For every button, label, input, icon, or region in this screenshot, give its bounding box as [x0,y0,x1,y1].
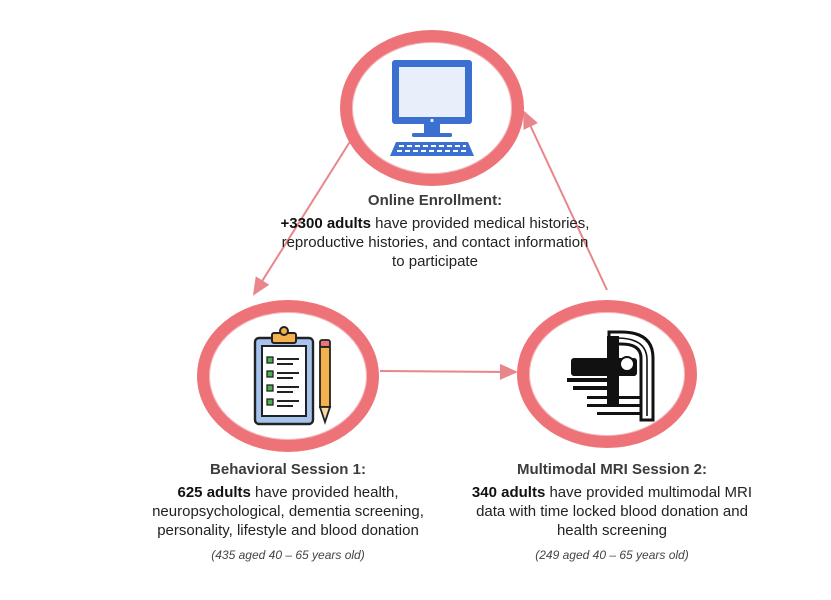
online-enrollment-description: +3300 adults have provided medical histo… [280,214,590,271]
online-enrollment-text: have provided medical histories, reprodu… [281,215,590,270]
online-enrollment-node [340,30,524,186]
behavioral-session-label: Behavioral Session 1: 625 adults have pr… [128,460,448,565]
clipboard-icon [253,326,332,426]
arrow-behavioral-to-mri [379,363,518,380]
behavioral-session-node [197,300,379,452]
computer-icon [390,60,474,156]
online-enrollment-label: Online Enrollment: +3300 adults have pro… [280,191,590,271]
behavioral-session-title: Behavioral Session 1: [210,461,366,478]
mri-session-node [517,300,697,448]
mri-session-count: 340 adults [471,484,546,501]
behavioral-session-count: 625 adults [177,484,251,501]
behavioral-session-text: have provided health, neuropsychological… [152,484,424,539]
behavioral-session-age-note: (435 aged 40 – 65 years old) [211,548,365,562]
mri-session-title: Multimodal MRI Session 2: [516,461,708,478]
online-enrollment-count: +3300 adults [280,215,371,232]
arrow-online-to-behavioral [252,139,352,296]
mri-scanner-icon [567,330,655,422]
mri-session-age-note: (249 aged 40 – 65 years old) [535,548,689,562]
mri-session-label: Multimodal MRI Session 2: 340 adults hav… [462,460,762,565]
behavioral-session-description: 625 adults have provided health, neurops… [128,483,448,540]
mri-session-description: 340 adults have provided multimodal MRI … [462,483,762,540]
mri-session-text: have provided multimodal MRI data with t… [476,484,753,539]
arrow-mri-to-online [523,110,608,291]
online-enrollment-title: Online Enrollment: [367,192,503,209]
